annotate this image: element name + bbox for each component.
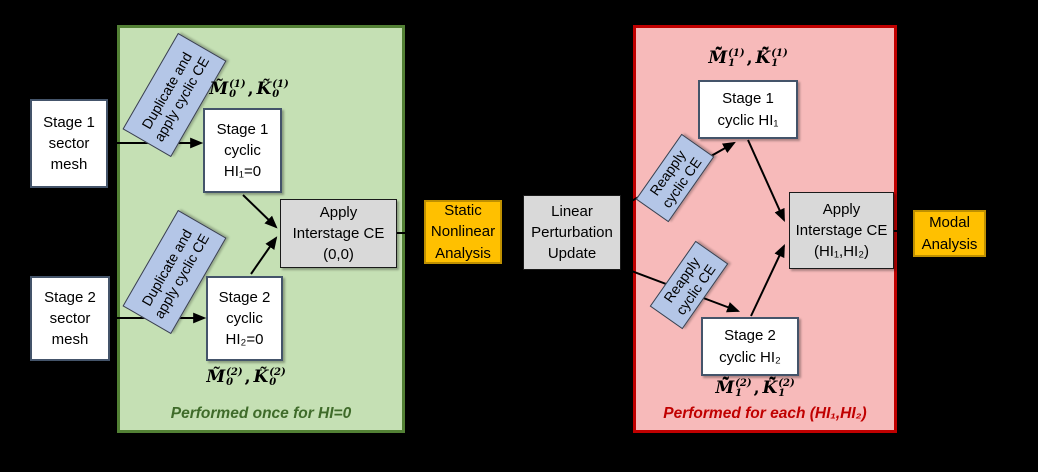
matrix-k-sub: 0 [269, 377, 277, 388]
matrix-k-sup: (1) [771, 47, 788, 59]
matrix-k-scripts: (2)0 [269, 366, 286, 389]
matrix-m-scripts: (2)0 [226, 366, 243, 389]
box-label-line: sector [48, 134, 90, 152]
stage2-cyclic-hi-box: Stage 2 cyclic HI₂ [701, 317, 799, 376]
matrix-k-sup: (2) [269, 366, 286, 378]
matrix-m: M̃̃ [708, 48, 728, 68]
matrix-m-scripts: (1)1 [728, 47, 745, 70]
matrix-k: K̃ [256, 79, 272, 99]
static-nonlinear-analysis-box: Static Nonlinear Analysis [424, 200, 502, 264]
matrix-k: K̃̃ [755, 48, 771, 68]
matrix-m-sub: 1 [728, 58, 736, 69]
matrix-separator: , [247, 79, 254, 99]
box-label-line: Stage 2 [218, 288, 271, 306]
stage2-initial-matrices-label: M̃(2)0,K̃(2)0 [192, 363, 302, 391]
box-label-line: Interstage CE [795, 221, 888, 239]
matrix-k: K̃ [253, 367, 269, 387]
box-label-line: (0,0) [323, 246, 354, 264]
stage1-updated-matrices-label: M̃̃(1)1,K̃̃(1)1 [694, 44, 804, 72]
matrix-m-sup: (2) [226, 366, 243, 378]
matrix-k-scripts: (2)1 [778, 377, 795, 400]
matrix-m: M̃ [206, 367, 226, 387]
box-label-line: Modal [929, 214, 970, 232]
arrow-stage1-cyclic-to-interstage-hi [747, 139, 785, 222]
matrix-k-sub: 0 [272, 89, 280, 100]
box-label-line: HI₂=0 [225, 331, 264, 349]
matrix-k-sub: 1 [771, 58, 779, 69]
box-label-line: sector [49, 309, 91, 327]
box-label-line: cyclic HI₂ [719, 348, 781, 366]
matrix-m-sup: (1) [229, 78, 246, 90]
box-label-line: Analysis [435, 244, 491, 262]
box-label-line: mesh [50, 156, 88, 174]
linear-perturbation-update-box: Linear Perturbation Update [523, 195, 621, 270]
stage2-sector-mesh-box: Stage 2 sector mesh [30, 276, 110, 361]
stage2-updated-matrices-label: M̃̃(2)1,K̃̃(2)1 [701, 374, 811, 402]
box-label-line: Perturbation [531, 223, 613, 241]
box-label-line: HI₁=0 [223, 163, 262, 181]
matrix-m-scripts: (1)0 [229, 78, 246, 101]
box-label-line: cyclic [226, 309, 263, 327]
box-label-line: Static [444, 202, 482, 220]
box-label-line: cyclic HI₁ [717, 111, 779, 129]
matrix-k-sub: 1 [778, 388, 786, 399]
apply-interstage-ce-hi-box: Apply Interstage CE (HI₁,HI₂) [789, 192, 894, 269]
apply-interstage-ce-00-box: Apply Interstage CE (0,0) [280, 199, 397, 268]
modal-analysis-box: Modal Analysis [913, 210, 986, 257]
matrix-separator: , [244, 367, 251, 387]
matrix-m-sub: 1 [735, 388, 743, 399]
box-label-line: cyclic [224, 141, 261, 159]
matrix-m: M̃ [209, 79, 229, 99]
matrix-m-sub: 0 [226, 377, 234, 388]
panel-once-caption: Performed once for HI=0 [170, 405, 352, 422]
box-label-line: Update [547, 245, 597, 263]
box-label-line: Interstage CE [292, 224, 385, 242]
box-label-line: Nonlinear [430, 223, 496, 241]
box-label-line: Stage 1 [216, 120, 269, 138]
matrix-separator: , [746, 48, 753, 68]
matrix-m-sub: 0 [229, 89, 237, 100]
stage2-cyclic-hi0-box: Stage 2 cyclic HI₂=0 [206, 276, 283, 361]
box-label-line: Stage 1 [43, 113, 95, 131]
matrix-k: K̃̃ [762, 378, 778, 398]
box-label-line: Stage 2 [44, 288, 96, 306]
box-label-line: Analysis [921, 235, 978, 253]
matrix-m-sup: (2) [735, 377, 752, 389]
matrix-k-scripts: (1)0 [272, 78, 289, 101]
box-label-line: Stage 2 [724, 327, 776, 345]
stage1-cyclic-hi0-box: Stage 1 cyclic HI₁=0 [203, 108, 282, 193]
matrix-m-sup: (1) [728, 47, 745, 59]
matrix-m-scripts: (2)1 [735, 377, 752, 400]
box-label-line: Stage 1 [722, 90, 774, 108]
matrix-k-sup: (1) [272, 78, 289, 90]
box-label-line: Apply [822, 200, 861, 218]
stage1-cyclic-hi-box: Stage 1 cyclic HI₁ [698, 80, 798, 139]
arrow-stage1-cyclic0-to-interstage00 [242, 194, 278, 229]
arrow-stage2-cyclic0-to-interstage00 [250, 236, 278, 275]
panel-each-caption: Performed for each (HI₁,HI₂) [663, 405, 867, 422]
matrix-k-sup: (2) [778, 377, 795, 389]
box-label-line: Apply [319, 203, 358, 221]
matrix-m: M̃̃ [715, 378, 735, 398]
box-label-line: Linear [551, 202, 593, 220]
matrix-separator: , [753, 378, 760, 398]
arrow-stage2-cyclic-to-interstage-hi [750, 244, 785, 317]
box-label-line: mesh [51, 331, 89, 349]
stage1-initial-matrices-label: M̃(1)0,K̃(1)0 [195, 75, 305, 103]
box-label-line: (HI₁,HI₂) [813, 243, 870, 261]
matrix-k-scripts: (1)1 [771, 47, 788, 70]
stage1-sector-mesh-box: Stage 1 sector mesh [30, 99, 108, 188]
